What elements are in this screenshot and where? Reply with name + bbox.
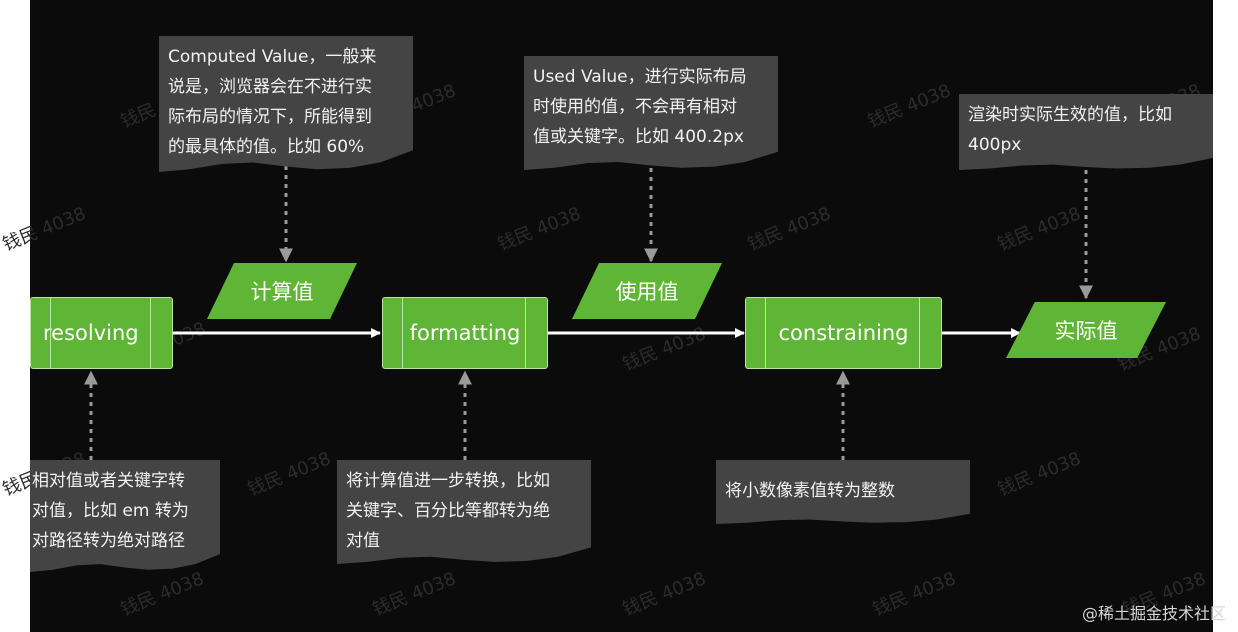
note-used-value: Used Value，进行实际布局 时使用的值，不会再有相对 值或关键字。比如 … — [524, 56, 778, 170]
note-constraining: 将小数像素值转为整数 — [716, 460, 970, 524]
data-used-value: 使用值 — [572, 263, 722, 319]
data-actual-label: 实际值 — [1054, 319, 1118, 343]
data-computed-value: 计算值 — [207, 263, 357, 319]
process-resolving: resolving — [30, 297, 173, 369]
note-actual-value: 渲染时实际生效的值，比如 400px — [959, 94, 1213, 170]
note-computed-value: Computed Value，一般来 说是，浏览器会在不进行实 际布局的情况下，… — [159, 36, 413, 172]
data-used-label: 使用值 — [615, 280, 679, 304]
data-computed-label: 计算值 — [250, 280, 314, 304]
process-constraining: constraining — [745, 297, 942, 369]
note-resolving: 相对值或者关键字转 对值，比如 em 转为 对路径转为绝对路径 — [30, 460, 220, 572]
source-watermark: @稀土掘金技术社区 — [1081, 604, 1226, 623]
process-formatting: formatting — [382, 297, 548, 369]
note-formatting: 将计算值进一步转换，比如 关键字、百分比等都转为绝 对值 — [337, 460, 591, 564]
data-actual-value: 实际值 — [1006, 302, 1166, 358]
